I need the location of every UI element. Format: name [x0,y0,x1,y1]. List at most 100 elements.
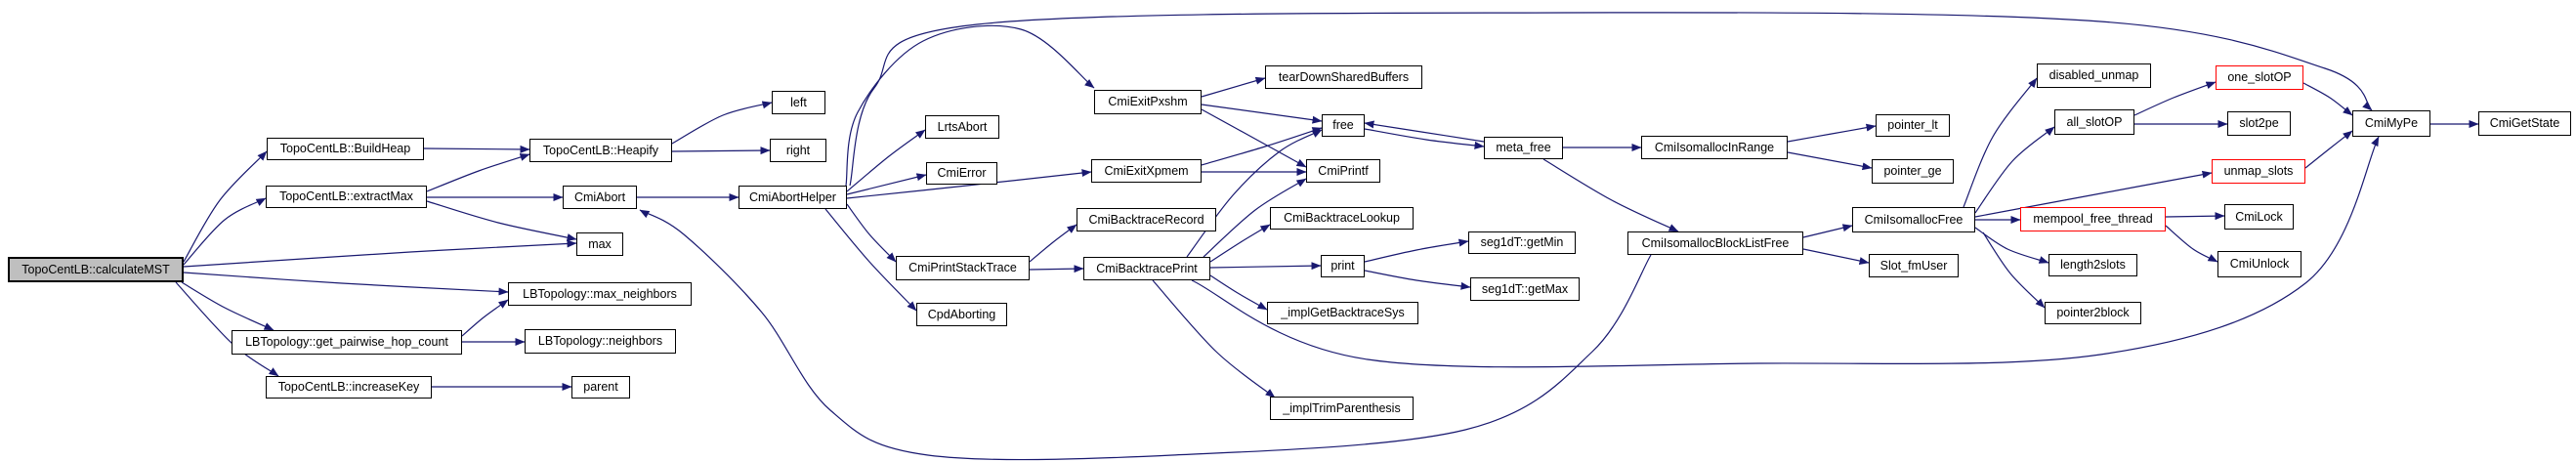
graph-node-print[interactable]: print [1321,255,1365,277]
edge-cmiexitpxshm-to-teardown [1201,76,1266,98]
graph-node-getbacktracesys[interactable]: _implGetBacktraceSys [1267,302,1418,324]
graph-node-blocklistfree[interactable]: CmiIsomallocBlockListFree [1627,231,1803,255]
graph-node-inrange[interactable]: CmiIsomallocInRange [1641,136,1788,159]
graph-node-cpdaborting[interactable]: CpdAborting [916,303,1007,326]
edge-calculatemst-to-maxneighbors [183,272,509,296]
edge-blocklistfree-to-isomallocfree [1802,224,1853,238]
edge-cmiexitpxshm-to-cmiprintf [1201,108,1307,168]
edge-mempoolfreethread-to-cmilock [2165,212,2225,221]
graph-node-cmiaborthelper[interactable]: CmiAbortHelper [739,186,847,209]
edge-btprint-to-print [1209,262,1322,271]
graph-node-getmin[interactable]: seg1dT::getMin [1468,231,1576,254]
edge-getpairwise-to-maxneighbors [461,299,509,337]
graph-node-pointerge[interactable]: pointer_ge [1872,159,1954,184]
edge-calculatemst-to-extractmax [183,197,267,266]
graph-node-getpairwise[interactable]: LBTopology::get_pairwise_hop_count [232,330,462,355]
edge-free-to-metafree [1364,128,1485,149]
edge-btprint-to-cmiprintf [1203,178,1307,258]
graph-node-metafree[interactable]: meta_free [1484,137,1563,159]
graph-node-cmigetstate[interactable]: CmiGetState [2478,111,2571,136]
graph-node-max[interactable]: max [576,232,623,256]
graph-node-maxneighbors[interactable]: LBTopology::max_neighbors [508,282,692,306]
graph-node-trimparen[interactable]: _implTrimParenthesis [1270,397,1414,420]
edge-heapify-to-left [671,101,773,145]
graph-node-parent[interactable]: parent [571,376,630,399]
edge-isomallocfree-to-unmapslots [1974,170,2213,218]
graph-node-pointerlt[interactable]: pointer_lt [1876,114,1950,137]
graph-node-length2slots[interactable]: length2slots [2048,254,2137,276]
graph-node-cmiunlock[interactable]: CmiUnlock [2217,251,2302,277]
edge-cmiaborthelper-to-cmiexitxpmem [846,169,1092,199]
edge-cmiprintstacktrace-to-btprint [1029,265,1084,273]
edge-calculatemst-to-buildheap [183,150,268,263]
edge-btprint-to-btlookup [1209,224,1271,263]
edge-heapify-to-right [671,147,771,155]
edge-cmiexitpxshm-to-free [1201,104,1323,124]
edge-cmiprintstacktrace-to-btrecord [1029,224,1077,263]
graph-node-allslotop[interactable]: all_slotOP [2054,109,2134,135]
graph-node-right[interactable]: right [770,139,826,162]
graph-node-pointer2block[interactable]: pointer2block [2045,302,2141,324]
graph-node-cmilock[interactable]: CmiLock [2224,204,2294,230]
edge-blocklistfree-to-cmiabort [639,209,1652,461]
edge-unmapslots-to-cmimype [2304,130,2353,169]
graph-node-isomallocfree[interactable]: CmiIsomallocFree [1852,207,1975,232]
edge-calculatemst-to-max [183,239,577,268]
edge-extractmax-to-heapify [426,153,530,192]
edge-btprint-to-trimparen [1152,279,1276,399]
edge-cmiaborthelper-to-cpdaborting [824,208,917,312]
edge-extractmax-to-max [426,200,577,241]
graph-node-getmax[interactable]: seg1dT::getMax [1470,277,1580,301]
edge-buildheap-to-heapify [423,145,530,153]
graph-node-heapify[interactable]: TopoCentLB::Heapify [529,139,672,162]
graph-node-lrtsabort[interactable]: LrtsAbort [925,115,999,139]
edge-print-to-getmin [1364,238,1469,263]
edge-cmiexitxpmem-to-free [1201,127,1323,166]
graph-node-btprint[interactable]: CmiBacktracePrint [1083,257,1210,280]
graph-node-oneslotop[interactable]: one_slotOP [2216,65,2303,90]
graph-node-mempoolfreethread[interactable]: mempool_free_thread [2020,207,2166,231]
graph-node-teardown[interactable]: tearDownSharedBuffers [1265,65,1422,89]
edge-cmiaborthelper-to-lrtsabort [846,129,926,192]
graph-node-cmimype[interactable]: CmiMyPe [2352,110,2430,137]
graph-node-increasekey[interactable]: TopoCentLB::increaseKey [266,376,432,399]
graph-node-extractmax[interactable]: TopoCentLB::extractMax [266,186,427,208]
graph-node-left[interactable]: left [772,91,825,114]
edge-inrange-to-pointerlt [1787,123,1877,143]
edge-cmiaborthelper-to-cmiexitpxshm [845,24,1095,187]
graph-node-cmiprintf[interactable]: CmiPrintf [1306,159,1380,183]
graph-node-cmiprintstacktrace[interactable]: CmiPrintStackTrace [896,256,1030,280]
edge-cmiaborthelper-to-cmierror [846,173,927,195]
graph-node-slotfmuser[interactable]: Slot_fmUser [1869,254,1959,277]
graph-node-buildheap[interactable]: TopoCentLB::BuildHeap [267,138,424,160]
graph-node-calculatemst: TopoCentLB::calculateMST [8,257,184,282]
edge-isomallocfree-to-length2slots [1974,227,2049,264]
edge-isomallocfree-to-allslotop [1974,126,2055,214]
edge-btprint-to-cmimype [1191,136,2380,368]
graph-node-free[interactable]: free [1322,114,1365,137]
graph-node-unmapslots[interactable]: unmap_slots [2212,159,2305,184]
edge-isomallocfree-to-disabledunmap [1963,77,2038,208]
edge-mempoolfreethread-to-cmiunlock [2165,225,2218,263]
edge-isomallocfree-to-pointer2block [1982,231,2046,309]
edge-blocklistfree-to-slotfmuser [1802,248,1870,265]
graph-node-btrecord[interactable]: CmiBacktraceRecord [1077,208,1216,231]
graph-node-cmiexitxpmem[interactable]: CmiExitXpmem [1091,159,1202,183]
graph-node-cmiabort[interactable]: CmiAbort [563,186,637,209]
edge-allslotop-to-oneslotop [2133,81,2217,116]
graph-node-cmierror[interactable]: CmiError [926,162,997,185]
graph-node-slot2pe[interactable]: slot2pe [2227,111,2291,136]
graph-node-disabledunmap[interactable]: disabled_unmap [2037,63,2151,88]
edge-btprint-to-free [1186,129,1323,258]
graph-node-cmiexitpxshm[interactable]: CmiExitPxshm [1094,90,1202,114]
edge-inrange-to-pointerge [1787,151,1873,171]
edge-calculatemst-to-getpairwise [181,281,274,331]
edge-metafree-to-free [1364,120,1485,143]
edge-btprint-to-getbacktracesys [1209,274,1268,311]
edge-cmiaborthelper-to-cmimype [849,12,2373,187]
graph-node-neighbors[interactable]: LBTopology::neighbors [525,329,676,354]
edge-metafree-to-blocklistfree [1542,158,1679,232]
graph-node-btlookup[interactable]: CmiBacktraceLookup [1270,207,1414,230]
